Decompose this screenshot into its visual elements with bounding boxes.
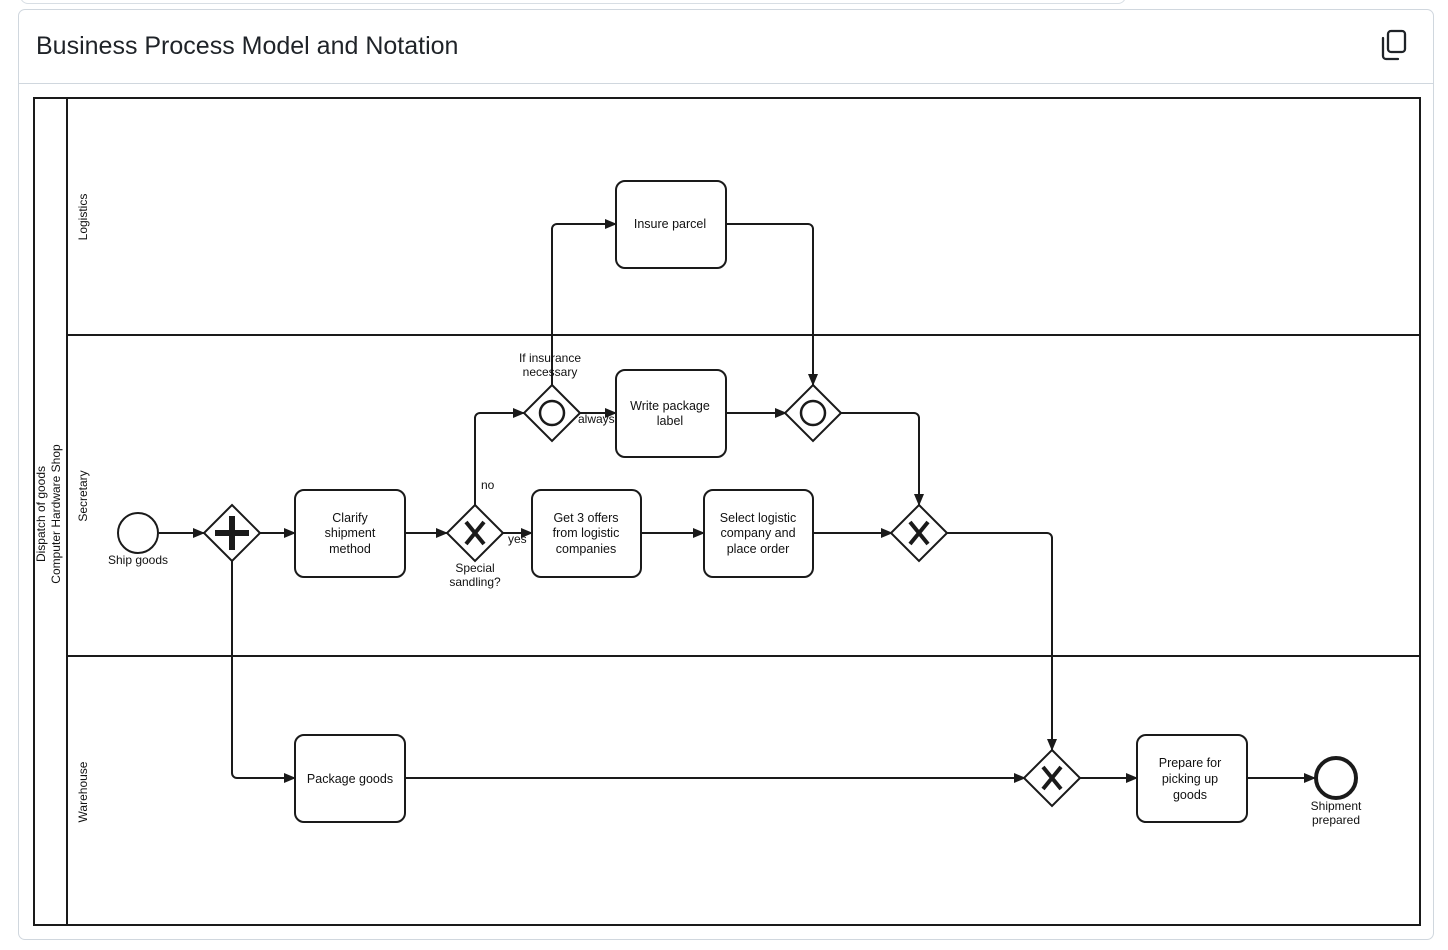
task-package-goods[interactable]: Package goods: [294, 734, 406, 823]
lane-label-logistics: Logistics: [76, 194, 90, 241]
exclusive-x-icon: [908, 520, 930, 546]
end-event-label-line2: prepared: [1312, 813, 1360, 827]
task-box: [531, 489, 642, 578]
task-box: [615, 180, 727, 269]
task-label-line: place order: [727, 542, 790, 556]
inclusive-circle-icon: [538, 399, 566, 427]
task-label-line: goods: [1173, 788, 1207, 802]
gateway-diamond: [522, 383, 582, 443]
special-gateway-label-line2: sandling?: [449, 575, 501, 589]
task-insure-parcel[interactable]: Insure parcel: [615, 180, 727, 269]
flow-special-no: [474, 408, 525, 505]
task-label-line: Prepare for: [1159, 756, 1222, 770]
parallel-gateway[interactable]: [202, 503, 262, 563]
card-title: Business Process Model and Notation: [36, 32, 459, 60]
exclusive-join-gateway[interactable]: [889, 503, 949, 563]
task-label-line: Select logistic: [720, 511, 796, 525]
task-label-line: companies: [556, 542, 616, 556]
end-event[interactable]: [1314, 756, 1358, 800]
insurance-inclusive-gateway[interactable]: [522, 383, 582, 443]
pool-border: [33, 97, 1421, 926]
flow-label-yes: yes: [508, 532, 527, 546]
end-event-label-line1: Shipment: [1311, 799, 1362, 813]
flow-inclusive-join-to-xor-join: [841, 412, 924, 506]
task-box: [615, 369, 727, 458]
task-box: [294, 734, 406, 823]
final-exclusive-gateway[interactable]: [1022, 748, 1082, 808]
insurance-gateway-label-line2: necessary: [523, 365, 578, 379]
flow-label-no: no: [481, 478, 495, 492]
plus-icon: [215, 516, 249, 550]
task-label-line: Write package: [630, 399, 710, 413]
insurance-gateway-label-line1: If insurance: [519, 351, 581, 365]
flow-insure-to-inclusive-join: [726, 223, 818, 386]
task-label-line: from logistic: [553, 526, 620, 540]
task-label-line: Insure parcel: [634, 217, 706, 231]
copy-icon: [1381, 29, 1407, 61]
card-header: Business Process Model and Notation: [19, 10, 1433, 84]
start-event[interactable]: [117, 512, 159, 554]
special-gateway-label-line1: Special: [455, 561, 494, 575]
copy-button[interactable]: [1377, 28, 1411, 64]
task-box: [703, 489, 814, 578]
pool-label-line2: Computer Hardware Shop: [49, 444, 63, 584]
inclusive-circle-icon: [799, 399, 827, 427]
task-select-logistic[interactable]: Select logistic company and place order: [703, 489, 814, 578]
flow-parallel-to-package: [231, 561, 296, 783]
exclusive-x-icon: [464, 520, 486, 546]
special-handling-gateway[interactable]: [445, 503, 505, 563]
exclusive-x-icon: [1041, 765, 1063, 791]
pool: [33, 97, 1421, 926]
inclusive-join-gateway[interactable]: [783, 383, 843, 443]
task-label-line: label: [657, 414, 683, 428]
gateway-diamond: [783, 383, 843, 443]
pool-label-line1: Dispatch of goods: [34, 466, 48, 562]
task-label-line: picking up: [1162, 772, 1218, 786]
task-label-line: method: [329, 542, 371, 556]
start-event-circle: [117, 512, 159, 554]
lane-label-secretary: Secretary: [76, 470, 90, 521]
flow-label-always: always: [578, 412, 615, 426]
task-clarify-shipment[interactable]: Clarify shipment method: [294, 489, 406, 578]
task-label-line: company and: [720, 526, 795, 540]
start-event-label: Ship goods: [108, 553, 168, 567]
lane-label-warehouse: Warehouse: [76, 761, 90, 822]
task-prepare-pickup[interactable]: Prepare for picking up goods: [1136, 734, 1248, 823]
task-label-line: Get 3 offers: [553, 511, 618, 525]
end-event-circle: [1314, 756, 1358, 800]
task-label-line: Package goods: [307, 772, 393, 786]
task-box: [1136, 734, 1248, 823]
flow-inclusive-to-insure: [551, 219, 617, 385]
flow-xor-join-to-final-gateway: [947, 532, 1057, 751]
task-write-label[interactable]: Write package label: [615, 369, 727, 458]
task-get-offers[interactable]: Get 3 offers from logistic companies: [531, 489, 642, 578]
task-label-line: shipment: [325, 526, 376, 540]
task-box: [294, 489, 406, 578]
task-label-line: Clarify: [332, 511, 368, 525]
